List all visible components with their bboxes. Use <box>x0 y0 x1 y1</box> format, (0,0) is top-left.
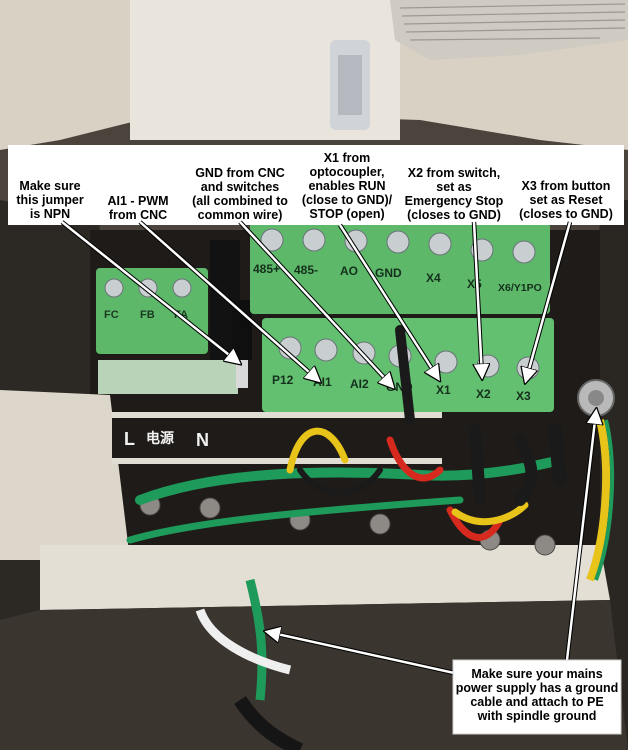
annotation-x1-line-4: (close to GND)/ <box>302 193 393 207</box>
terminal-label-485p: 485+ <box>253 262 280 276</box>
arrow-x3 <box>526 221 572 380</box>
annotation-jumper-line-3: is NPN <box>30 207 70 221</box>
annotation-x3-line-3: (closes to GND) <box>519 207 613 221</box>
terminal-label-485n: 485- <box>294 263 318 277</box>
annotation-ai1-line-2: from CNC <box>109 208 167 222</box>
power-label-cn: 电源 <box>146 430 174 446</box>
bottom-note-line-2: power supply has a ground <box>456 681 619 695</box>
annotation-arrows <box>60 220 596 683</box>
annotation-x3-line-2: set as Reset <box>530 193 604 207</box>
annotation-x1-line-3: enables RUN <box>308 179 385 193</box>
annotation-x2-line-4: (closes to GND) <box>407 208 501 222</box>
annotation-x3-line-1: X3 from button <box>522 179 611 193</box>
arrow-x2 <box>474 221 482 376</box>
annotation-x1-line-5: STOP (open) <box>309 207 384 221</box>
annotation-x1-line-1: X1 from <box>324 151 371 165</box>
terminal-label-p12: P12 <box>272 373 294 387</box>
annotation-jumper-line-1: Make sure <box>19 179 80 193</box>
annotation-jumper-line-2: this jumper <box>16 193 84 207</box>
bottom-note-box <box>452 659 622 735</box>
terminal-label-x6: X6/Y1PO <box>498 282 542 294</box>
arrow-x1 <box>338 224 438 378</box>
terminal-label-ai2: AI2 <box>350 377 369 391</box>
annotation-gnd-line-3: (all combined to <box>192 194 288 208</box>
bottom-note-line-4: with spindle ground <box>477 709 597 723</box>
terminal-label-x2: X2 <box>476 387 491 401</box>
annotation-x1-line-2: optocoupler, <box>310 165 385 179</box>
header-label-band <box>8 145 624 225</box>
power-label-n: N <box>196 430 209 450</box>
annotation-gnd-line-1: GND from CNC <box>195 166 285 180</box>
terminal-label-x1: X1 <box>436 383 451 397</box>
terminal-label-x5: X5 <box>467 277 482 291</box>
arrow-ai1 <box>139 221 318 380</box>
terminal-label-fb: FB <box>140 309 155 321</box>
annotation-x2-line-3: Emergency Stop <box>405 194 504 208</box>
terminal-label-gnd-upper: GND <box>375 266 402 280</box>
bottom-note-line-1: Make sure your mains <box>471 667 602 681</box>
terminal-label-x3: X3 <box>516 389 531 403</box>
arrow-pe-screw <box>565 412 596 661</box>
annotation-gnd-line-4: common wire) <box>198 208 283 222</box>
arrow-ground-cable <box>268 632 487 682</box>
arrow-jumper <box>61 221 238 362</box>
terminal-label-fc: FC <box>104 309 119 321</box>
terminal-label-x4: X4 <box>426 271 441 285</box>
annotation-ai1-line-1: AI1 - PWM <box>107 194 168 208</box>
annotation-x2-line-2: set as <box>436 180 471 194</box>
annotation-gnd-line-2: and switches <box>201 180 280 194</box>
arrow-gnd <box>239 221 392 386</box>
terminal-label-ao: AO <box>340 264 358 278</box>
bottom-note-line-3: cable and attach to PE <box>470 695 603 709</box>
power-label-l: L <box>124 429 135 449</box>
annotation-x2-line-1: X2 from switch, <box>408 166 500 180</box>
